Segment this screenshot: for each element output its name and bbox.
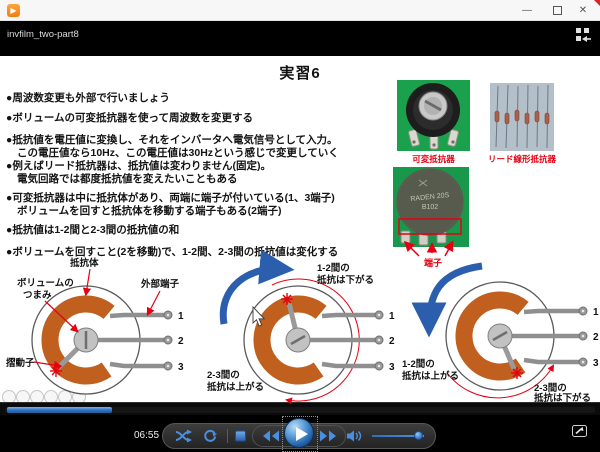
photo-label-lead-resistors: リード線形抵抗器 [487, 154, 556, 164]
playback-controls: 06:55 [0, 415, 600, 452]
bullet-line: ●可変抵抗器は中に抵抗体があり、両端に端子が付いている(1、3端子) [6, 192, 335, 204]
stop-button[interactable] [235, 430, 246, 442]
bullet-line: ●ボリュームの可変抵抗器を使って周波数を変更する [6, 112, 254, 124]
bullet-line: ●抵抗値を電圧値に変換し、それをインバータへ電気信号として入力。 [6, 134, 338, 146]
fast-forward-button[interactable] [319, 430, 337, 442]
bullet-list: ●周波数変更も外部で行いましょう ●ボリュームの可変抵抗器を使って周波数を変更す… [6, 92, 400, 259]
bullet-line: この電圧値なら10Hz、この電圧値は30Hzという感じで変更していく [17, 147, 339, 159]
bullet-item: ●ボリュームの可変抵抗器を使って周波数を変更する [6, 112, 400, 125]
turbo-icon[interactable] [175, 429, 192, 443]
bullet-item: ●周波数変更も外部で行いましょう [6, 92, 400, 105]
elapsed-time: 06:55 [134, 430, 160, 441]
bullet-item: ●抵抗値を電圧値に変換し、それをインバータへ電気信号として入力。 この電圧値なら… [6, 134, 400, 160]
photo-potentiometer-back: RADEN 20S B102 [393, 167, 469, 247]
close-button[interactable]: ✕ [578, 5, 588, 16]
window-titlebar: ▶ — ✕ [0, 0, 600, 21]
volume-icon[interactable] [346, 430, 362, 443]
photo-potentiometer-front [397, 80, 470, 151]
volume-slider-handle[interactable] [414, 431, 423, 440]
play-button[interactable] [284, 418, 314, 448]
bullet-line: ボリュームを回すと抵抗体を移動する端子もある(2端子) [17, 205, 282, 217]
slide-canvas: 実習6 ●周波数変更も外部で行いましょう ●ボリュームの可変抵抗器を使って周波数… [0, 56, 600, 404]
bullet-item: ●抵抗値は1-2間と2-3間の抵抗値の和 [6, 224, 400, 237]
slide-title: 実習6 [279, 65, 321, 82]
repeat-icon[interactable] [203, 429, 217, 443]
fullscreen-icon[interactable] [572, 425, 587, 437]
bullet-item: ●ボリュームを回すこと(2を移動)で、1-2間、2-3間の抵抗値は変化する [6, 246, 400, 259]
bullet-item: ●例えばリード抵抗器は、抵抗値は変わりません(固定)。 電気回路では都度抵抗値を… [6, 160, 400, 186]
seek-bar[interactable] [0, 402, 600, 415]
rewind-button[interactable] [262, 430, 280, 442]
bullet-line: ●周波数変更も外部で行いましょう [6, 92, 170, 104]
video-title: invfilm_two-part8 [7, 29, 79, 40]
bullet-line: 電気回路では都度抵抗値を変えたいこともある [17, 173, 238, 185]
maximize-button[interactable] [553, 6, 562, 15]
bullet-line: ●抵抗値は1-2間と2-3間の抵抗値の和 [6, 224, 180, 236]
bullet-line: ●ボリュームを回すこと(2を移動)で、1-2間、2-3間の抵抗値は変化する [6, 246, 339, 258]
seek-track[interactable] [5, 407, 595, 413]
player-header: invfilm_two-part8 [0, 21, 600, 56]
corner-marker [594, 0, 600, 6]
controls-divider [227, 429, 228, 443]
bullet-item: ●可変抵抗器は中に抵抗体があり、両端に端子が付いている(1、3端子) ボリューム… [6, 192, 400, 218]
disc-marking: RADEN 20S [410, 192, 450, 203]
volume-slider[interactable] [372, 431, 424, 440]
switch-to-library-icon[interactable] [575, 27, 592, 43]
minimize-button[interactable]: — [522, 5, 532, 16]
play-button-focus-ring [282, 416, 318, 452]
disc-marking: B102 [422, 204, 438, 211]
seek-progress-fill [7, 407, 112, 413]
bullet-line: ●例えばリード抵抗器は、抵抗値は変わりません(固定)。 [6, 160, 272, 172]
photo-lead-resistors [490, 83, 554, 151]
play-icon [296, 427, 308, 441]
photo-label-potentiometer: 可変抵抗器 [412, 154, 455, 164]
app-icon: ▶ [7, 4, 20, 17]
